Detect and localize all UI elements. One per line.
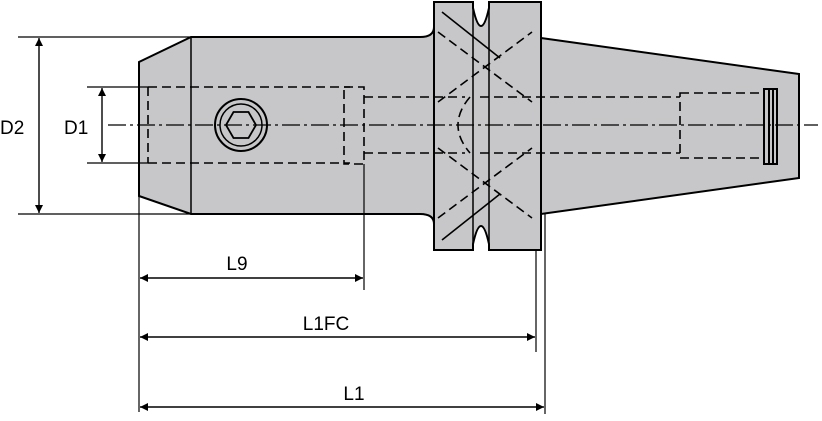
knob-grooves	[768, 89, 774, 164]
extension-lines	[18, 36, 546, 414]
l1-label: L1	[343, 384, 364, 405]
d1-label: D1	[64, 118, 88, 139]
dimension-lines	[35, 38, 544, 411]
flange-hatch	[441, 11, 501, 241]
tool-holder	[138, 1, 800, 251]
d2-label: D2	[0, 118, 24, 139]
taper-shank	[540, 36, 800, 216]
v-flange	[433, 1, 542, 251]
l1fc-label: L1FC	[303, 314, 349, 335]
l9-label: L9	[226, 254, 247, 275]
retention-knob	[763, 88, 778, 165]
